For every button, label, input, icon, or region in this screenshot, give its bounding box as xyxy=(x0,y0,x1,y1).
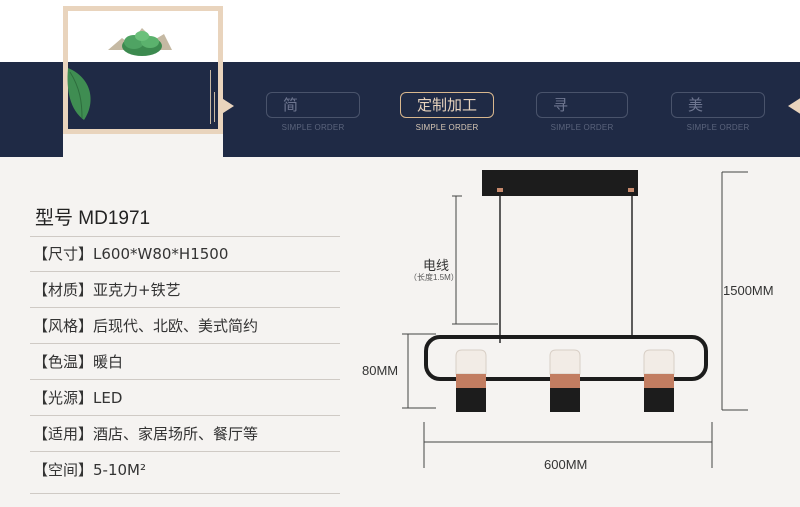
divider xyxy=(30,493,340,494)
tab-sub: SIMPLE ORDER xyxy=(281,123,345,132)
spec-label: 【风格】 xyxy=(33,317,94,335)
ceiling-canopy xyxy=(482,170,638,196)
decor-frame-base xyxy=(63,134,223,168)
spec-value: 酒店、家居场所、餐厅等 xyxy=(93,425,259,443)
leaf-icon xyxy=(67,68,91,120)
spec-row: 【风格】后现代、北欧、美式简约 xyxy=(33,316,258,336)
model-title: 型号 MD1971 xyxy=(35,208,151,229)
spec-value: 亚克力+铁艺 xyxy=(93,281,181,299)
divider xyxy=(30,451,340,452)
spec-label: 【适用】 xyxy=(33,425,94,443)
divider xyxy=(30,236,340,237)
spec-label: 【材质】 xyxy=(33,281,94,299)
tab-custom[interactable]: 定制加工 xyxy=(400,92,494,118)
tab-sub: SIMPLE ORDER xyxy=(550,123,614,132)
height-label: 1500MM xyxy=(723,283,774,298)
mountain-icon xyxy=(108,28,172,56)
spec-label: 【空间】 xyxy=(33,461,94,479)
tab-label: 寻 xyxy=(553,96,569,114)
spec-row: 【空间】5-10M² xyxy=(33,460,146,480)
lamp-head xyxy=(549,349,581,412)
spec-row: 【光源】LED xyxy=(33,388,122,408)
frame-height-label: 80MM xyxy=(362,363,399,378)
tab-label: 定制加工 xyxy=(416,96,477,114)
divider xyxy=(30,343,340,344)
tab-sub: SIMPLE ORDER xyxy=(686,123,750,132)
spec-label: 【尺寸】 xyxy=(33,245,94,263)
cable-label: 电线 xyxy=(423,258,450,273)
spec-value: 后现代、北欧、美式简约 xyxy=(93,317,259,335)
arrow-right-icon[interactable] xyxy=(788,97,800,115)
divider xyxy=(30,271,340,272)
spec-label: 【色温】 xyxy=(33,353,94,371)
spec-value: 暖白 xyxy=(93,353,124,371)
lamp-diagram xyxy=(402,170,748,468)
lamp-head xyxy=(643,349,675,412)
tab-jian[interactable]: 简 xyxy=(266,92,360,118)
spec-row: 【色温】暖白 xyxy=(33,352,123,372)
tab-label: 美 xyxy=(688,96,704,114)
spec-value: L600*W80*H1500 xyxy=(93,245,229,263)
spec-value: 5-10M² xyxy=(93,461,147,479)
decor-frame xyxy=(63,6,223,134)
spec-label: 【光源】 xyxy=(33,389,94,407)
decor-line xyxy=(214,92,215,122)
tab-mei[interactable]: 美 xyxy=(671,92,765,118)
tab-xun[interactable]: 寻 xyxy=(536,92,628,118)
divider xyxy=(30,307,340,308)
tab-sub: SIMPLE ORDER xyxy=(415,123,479,132)
spec-value: LED xyxy=(93,389,123,407)
divider xyxy=(30,379,340,380)
divider xyxy=(30,415,340,416)
dimension-lines xyxy=(402,171,748,468)
spec-row: 【尺寸】L600*W80*H1500 xyxy=(33,244,228,264)
width-label: 600MM xyxy=(544,457,588,472)
cable-sub-label: （长度1.5M） xyxy=(409,273,459,282)
tab-label: 简 xyxy=(283,96,299,114)
spec-row: 【适用】酒店、家居场所、餐厅等 xyxy=(33,424,258,444)
spec-row: 【材质】亚克力+铁艺 xyxy=(33,280,181,300)
arrow-left-icon[interactable] xyxy=(220,97,234,115)
decor-line xyxy=(210,70,211,124)
lamp-head xyxy=(455,349,487,412)
